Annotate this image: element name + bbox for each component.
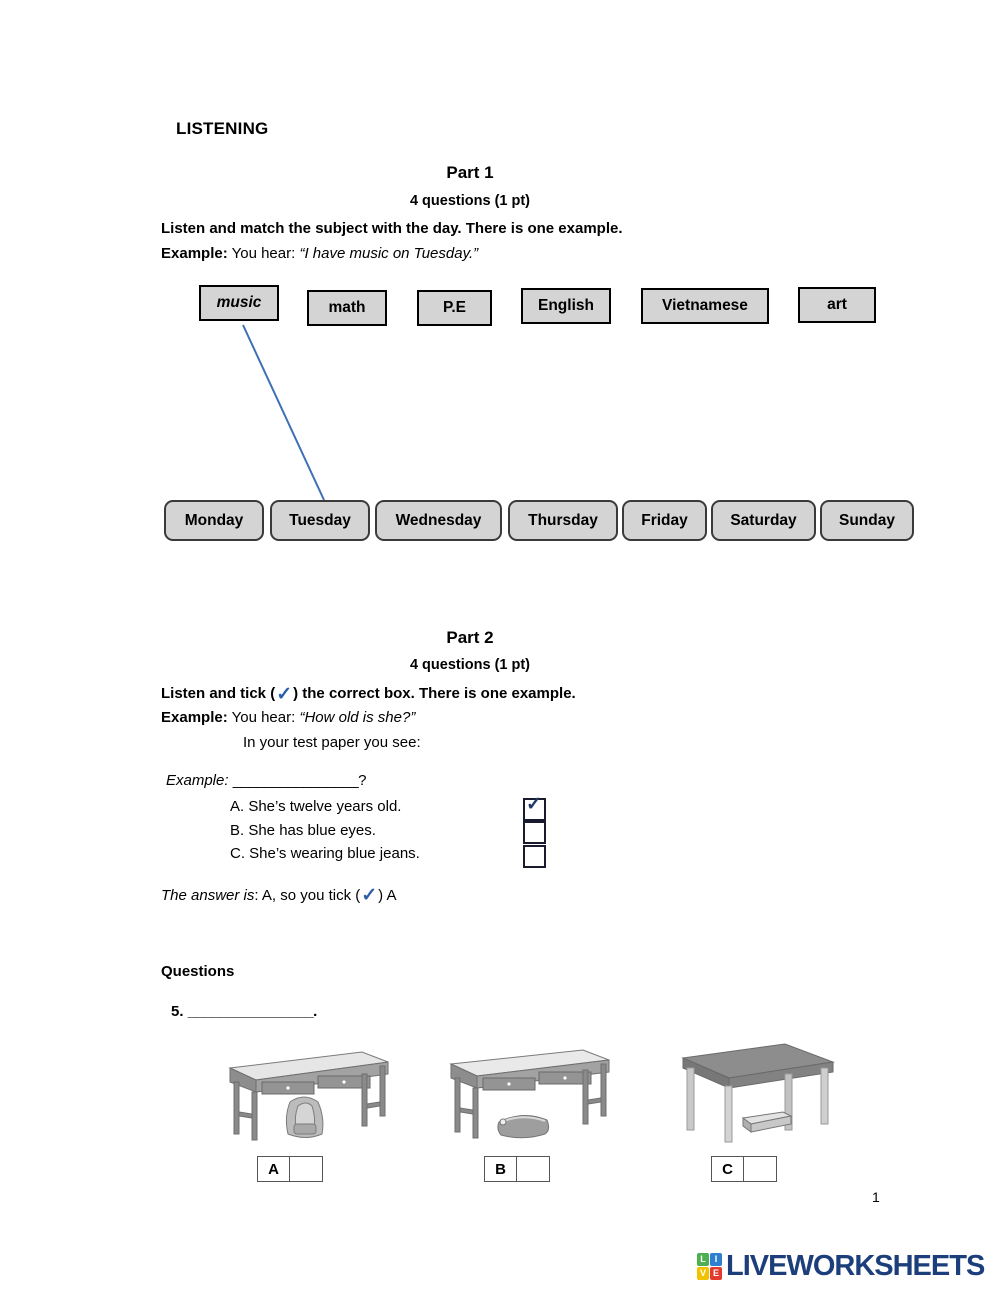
- subject-box-vietnamese[interactable]: Vietnamese: [641, 288, 769, 324]
- subject-box-p-e[interactable]: P.E: [417, 290, 492, 326]
- check-icon: ✓: [361, 885, 378, 906]
- subject-box-label: art: [827, 296, 847, 313]
- check-icon: ✓: [276, 684, 293, 705]
- subject-box-label: P.E: [443, 299, 466, 316]
- questions-heading: Questions: [161, 963, 235, 980]
- example-option-c: C. She’s wearing blue jeans.: [230, 845, 420, 862]
- answer-explanation-before: : A, so you tick (: [254, 887, 361, 904]
- picture-option-a: [212, 1040, 397, 1150]
- example-stem-label: Example:: [166, 772, 229, 789]
- part2-instruction-after: ) the correct box. There is one example.: [293, 685, 576, 702]
- day-box-label: Tuesday: [289, 511, 351, 529]
- answer-box-a[interactable]: A: [257, 1156, 323, 1182]
- day-box-label: Sunday: [839, 511, 895, 529]
- answer-box-a-input[interactable]: [290, 1157, 322, 1181]
- day-box-label: Monday: [184, 511, 244, 529]
- example-option-b: B. She has blue eyes.: [230, 822, 376, 839]
- part2-example-label: Example:: [161, 709, 228, 726]
- day-box-tuesday[interactable]: Tuesday: [270, 500, 370, 541]
- part2-see-line: In your test paper you see:: [243, 734, 421, 751]
- part2-instruction-before: Listen and tick (: [161, 685, 276, 702]
- question-5-blank: ________________.: [187, 1003, 318, 1020]
- example-stem: Example: ________________?: [166, 772, 367, 789]
- answer-explanation-italic: The answer is: [161, 887, 255, 904]
- check-icon: ✓: [526, 794, 542, 815]
- example-checkbox-b[interactable]: [523, 821, 546, 844]
- day-box-friday[interactable]: Friday: [622, 500, 707, 541]
- day-box-label: Wednesday: [395, 511, 482, 529]
- answer-box-c-input[interactable]: [744, 1157, 776, 1181]
- match-line-music-tuesday: [242, 324, 325, 501]
- part2-subtitle: 4 questions (1 pt): [409, 657, 531, 673]
- table-with-book-icon: [681, 1043, 835, 1143]
- subject-box-label: English: [538, 297, 594, 314]
- day-box-sunday[interactable]: Sunday: [820, 500, 914, 541]
- day-box-label: Saturday: [730, 511, 797, 529]
- logo-tile-l: L: [697, 1253, 709, 1266]
- question-5: 5. ________________.: [171, 1003, 317, 1020]
- page-number: 1: [872, 1189, 880, 1205]
- logo-text: LIVEWORKSHEETS: [726, 1250, 985, 1282]
- day-box-label: Friday: [641, 511, 688, 529]
- page-title: LISTENING: [176, 119, 269, 138]
- example-option-a: A. She’s twelve years old.: [230, 798, 402, 815]
- answer-box-b-input[interactable]: [517, 1157, 549, 1181]
- subject-box-label: music: [216, 294, 262, 311]
- question-5-number: 5.: [171, 1003, 184, 1020]
- day-box-saturday[interactable]: Saturday: [711, 500, 816, 541]
- part2-instruction: Listen and tick ( ✓ ) the correct box. T…: [161, 684, 576, 705]
- part1-example-line: Example: You hear: “I have music on Tues…: [161, 245, 478, 262]
- part1-example-quote: “I have music on Tuesday.”: [299, 245, 479, 262]
- picture-option-c: [665, 1040, 850, 1150]
- part2-example-lead: You hear:: [231, 709, 296, 726]
- answer-box-b-letter: B: [485, 1157, 517, 1181]
- subject-box-english[interactable]: English: [521, 288, 611, 324]
- answer-box-c-letter: C: [712, 1157, 744, 1181]
- part1-subtitle: 4 questions (1 pt): [409, 193, 531, 209]
- part2-example-quote: “How old is she?”: [299, 709, 416, 726]
- part1-instruction: Listen and match the subject with the da…: [161, 220, 623, 237]
- part1-title: Part 1: [446, 163, 494, 182]
- subject-box-art[interactable]: art: [798, 287, 876, 323]
- answer-box-a-letter: A: [258, 1157, 290, 1181]
- part1-example-lead: You hear:: [231, 245, 296, 262]
- answer-explanation-after: ) A: [378, 887, 397, 904]
- picture-option-b: [437, 1040, 622, 1150]
- part2-title: Part 2: [446, 628, 494, 647]
- answer-box-c[interactable]: C: [711, 1156, 777, 1182]
- logo-tile-i: I: [710, 1253, 722, 1266]
- logo-tile-v: V: [697, 1267, 709, 1280]
- example-checkbox-c[interactable]: [523, 845, 546, 868]
- day-box-thursday[interactable]: Thursday: [508, 500, 618, 541]
- day-box-monday[interactable]: Monday: [164, 500, 264, 541]
- subject-box-label: math: [328, 299, 366, 316]
- answer-box-b[interactable]: B: [484, 1156, 550, 1182]
- example-stem-blank: ________________?: [232, 772, 367, 789]
- part1-example-label: Example:: [161, 245, 228, 262]
- desk-with-backpack-icon: [228, 1051, 389, 1141]
- day-box-wednesday[interactable]: Wednesday: [375, 500, 502, 541]
- day-box-label: Thursday: [528, 511, 598, 529]
- subject-box-label: Vietnamese: [662, 297, 748, 314]
- subject-box-music[interactable]: music: [199, 285, 279, 321]
- example-checkbox-a[interactable]: ✓: [523, 794, 546, 821]
- logo-tile-e: E: [710, 1267, 722, 1280]
- part2-example-line: Example: You hear: “How old is she?”: [161, 709, 415, 726]
- desk-with-pencil-case-icon: [449, 1049, 610, 1139]
- answer-explanation: The answer is: A, so you tick (✓) A: [161, 885, 397, 906]
- subject-box-math[interactable]: math: [307, 290, 387, 326]
